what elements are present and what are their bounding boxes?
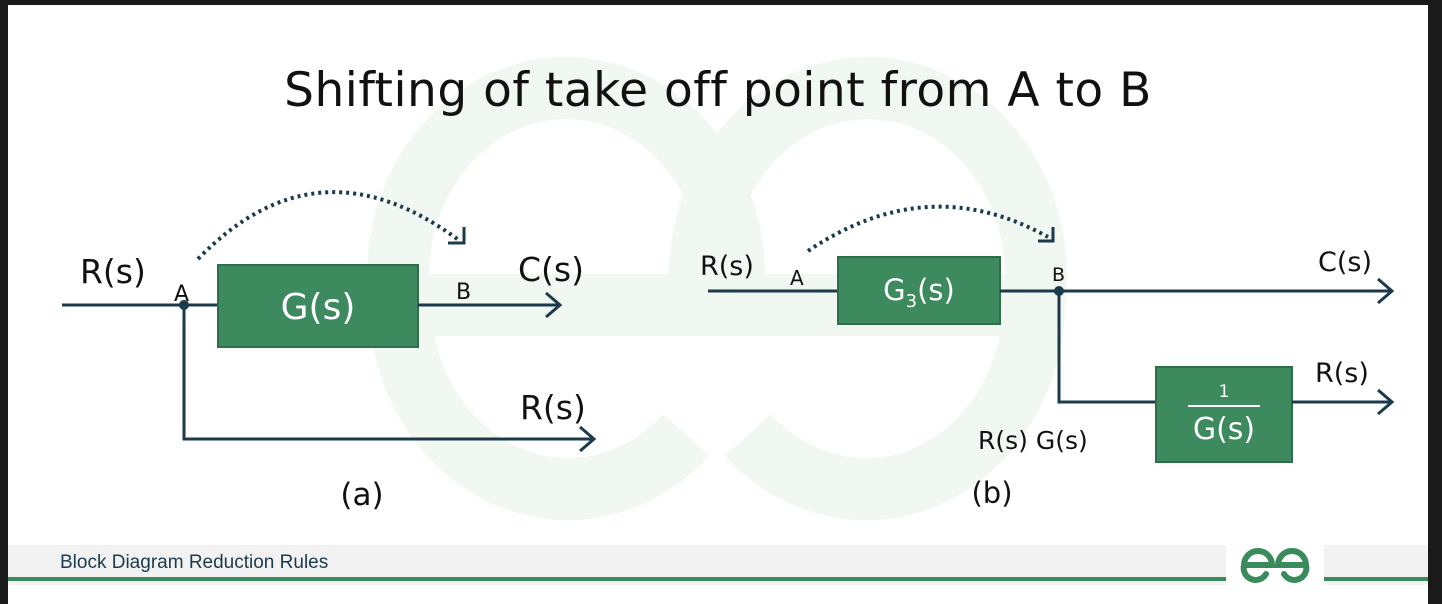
b-output-arrow-icon [1377, 277, 1395, 305]
footer-logo [1226, 539, 1324, 589]
b-block-inverse-g [1155, 366, 1293, 463]
a-input-label: R(s) [80, 252, 146, 291]
slide: G(s) R(s) A B C(s) R(s) (a) G3(s) [8, 5, 1428, 604]
watermark-logo [367, 57, 1067, 521]
b-takeoff-point [1054, 286, 1064, 296]
a-output-label: C(s) [518, 250, 584, 289]
a-output-arrow-icon [545, 291, 563, 319]
b-branch-label: R(s) G(s) [978, 426, 1088, 455]
page-title: Shifting of take off point from A to B [284, 63, 1152, 118]
a-shift-arrow-icon [448, 227, 466, 245]
b-block-g3 [837, 256, 1001, 325]
gfg-logo-icon [1240, 548, 1310, 583]
diagram-b: G3(s) 1 G(s) R(s) A B C(s) R(s) R(s) G(s… [700, 204, 1395, 510]
b-shift-curve [806, 204, 1049, 253]
b-block-label: G3(s) [883, 273, 955, 312]
b-output-label: C(s) [1318, 247, 1372, 278]
a-block-label: G(s) [281, 287, 356, 328]
a-point-b: B [456, 280, 471, 305]
b-input-label: R(s) [700, 251, 754, 282]
a-caption: (a) [340, 477, 383, 513]
b-point-a: A [790, 266, 804, 290]
a-branch-line [182, 305, 594, 441]
b-branch-line [1057, 291, 1156, 404]
b-point-b: B [1052, 264, 1065, 286]
b-inverse-numerator: 1 [1219, 382, 1230, 402]
footer-divider [8, 577, 1428, 581]
a-branch-arrow-icon [579, 425, 597, 453]
b-inverse-arrow-icon [1377, 388, 1395, 416]
diagram-a: G(s) R(s) A B C(s) R(s) (a) [62, 190, 597, 513]
a-branch-label: R(s) [520, 388, 586, 427]
block-diagram: G(s) R(s) A B C(s) R(s) (a) G3(s) [62, 57, 1395, 521]
a-shift-curve [196, 190, 462, 261]
a-block-g [217, 264, 419, 348]
b-caption: (b) [971, 476, 1012, 510]
b-shift-arrow-icon [1038, 227, 1055, 243]
b-inverse-output-label: R(s) [1315, 358, 1369, 389]
a-takeoff-point [179, 300, 189, 310]
b-inverse-denominator: G(s) [1193, 412, 1255, 447]
footer-label: Block Diagram Reduction Rules [60, 552, 329, 573]
a-point-a: A [174, 282, 189, 307]
